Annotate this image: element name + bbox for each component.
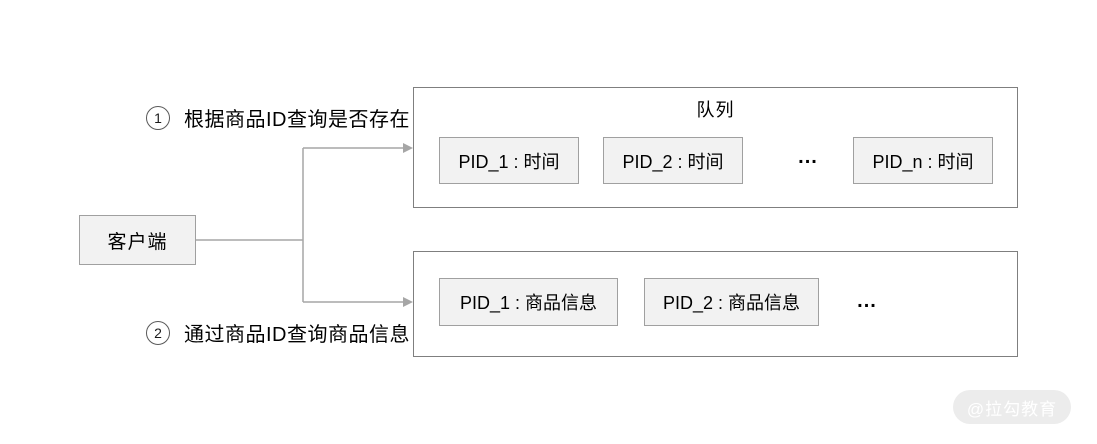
step-2-number-badge: 2 — [146, 320, 170, 345]
queue-ellipsis: ... — [798, 146, 818, 168]
info-item-pid2: PID_2 : 商品信息 — [644, 278, 819, 326]
product-info-container: PID_1 : 商品信息 PID_2 : 商品信息 ... — [413, 251, 1018, 357]
step-1-number-badge: 1 — [146, 105, 170, 130]
arrowhead-info-icon — [403, 297, 413, 307]
info-item-pid1: PID_1 : 商品信息 — [439, 278, 618, 326]
step-2-label: 通过商品ID查询商品信息 — [184, 324, 410, 346]
watermark-badge: @拉勾教育 — [953, 390, 1071, 424]
arrowhead-queue-icon — [403, 143, 413, 153]
queue-title: 队列 — [696, 100, 735, 120]
annotation-step-1: 1 根据商品ID查询是否存在 — [146, 103, 410, 132]
queue-item-pid2: PID_2 : 时间 — [603, 137, 743, 184]
info-ellipsis: ... — [857, 290, 877, 312]
step-1-label: 根据商品ID查询是否存在 — [184, 109, 410, 131]
queue-item-pidn: PID_n : 时间 — [853, 137, 993, 184]
queue-item-pid1: PID_1 : 时间 — [439, 137, 579, 184]
annotation-step-2: 2 通过商品ID查询商品信息 — [146, 318, 410, 347]
queue-container: 队列 PID_1 : 时间 PID_2 : 时间 ... PID_n : 时间 — [413, 87, 1018, 208]
client-node: 客户端 — [79, 215, 196, 265]
